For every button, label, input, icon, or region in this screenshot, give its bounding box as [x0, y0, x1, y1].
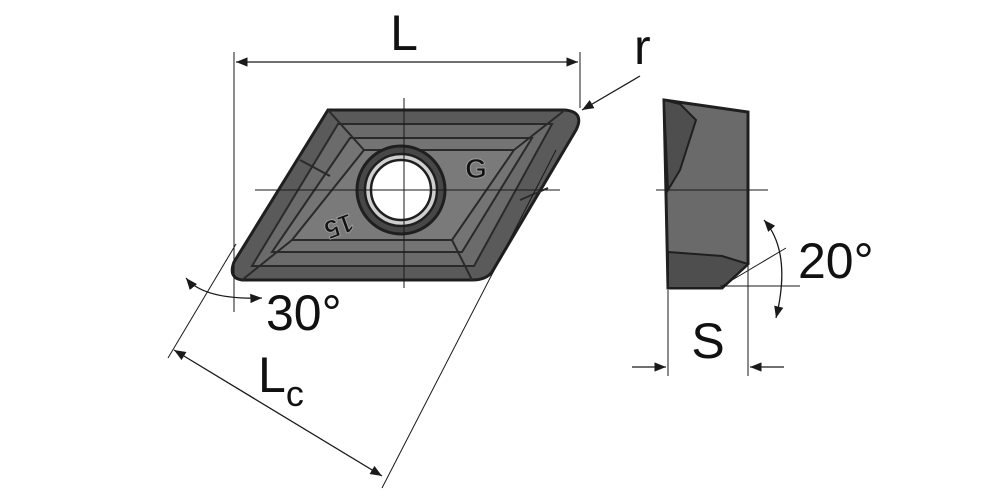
dimension-radius: r [581, 19, 651, 111]
label-length: L [390, 5, 418, 61]
label-edge-length-sub: c [286, 373, 304, 414]
dimension-thickness: S [632, 266, 784, 376]
label-angle-left: 30° [266, 285, 342, 341]
dimension-angle-20: 20° [720, 219, 874, 319]
insert-top-view: G 15 [230, 98, 581, 288]
label-radius: r [634, 19, 651, 75]
dimension-angle-30: 30° [185, 277, 342, 341]
label-edge-length-main: L [258, 347, 286, 403]
label-edge-length: Lc [258, 347, 304, 414]
side-bottom-bevel [667, 250, 750, 289]
label-thickness: S [691, 313, 724, 369]
label-clearance-angle: 20° [798, 233, 874, 289]
insert-side-view [656, 98, 768, 290]
dimension-length: L [233, 5, 581, 312]
insert-grade-mark: G [465, 153, 487, 184]
side-top-bevel [662, 98, 698, 194]
dimension-edge-length: Lc [167, 149, 557, 489]
